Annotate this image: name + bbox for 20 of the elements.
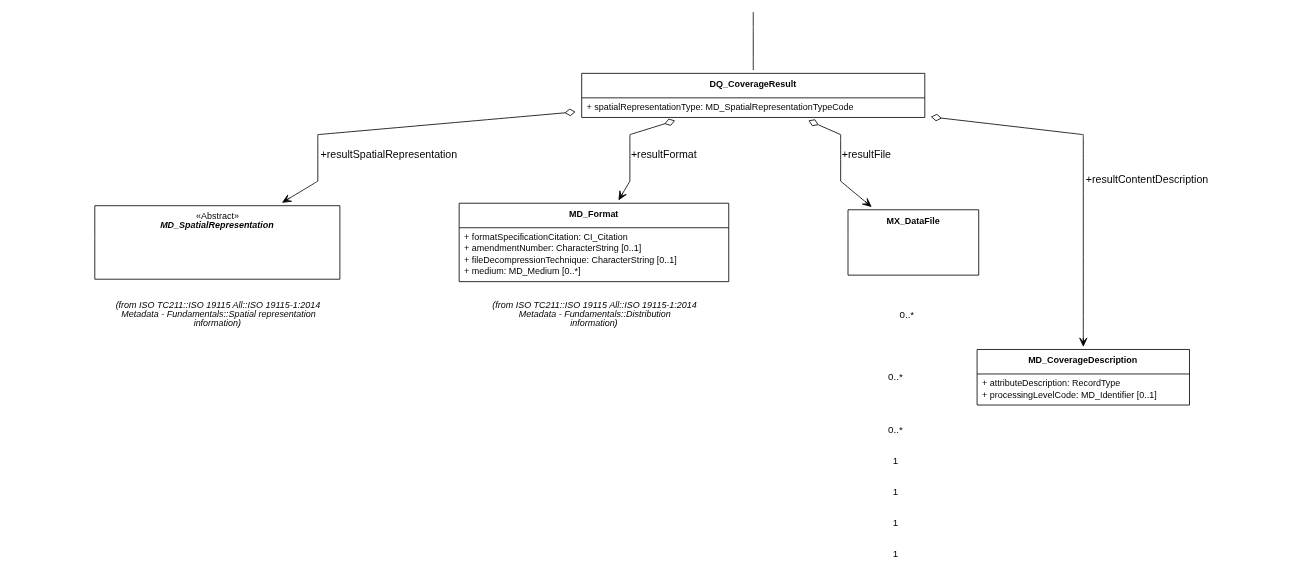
label: 0..* bbox=[888, 424, 903, 436]
edge-label: +resultSpatialRepresentation bbox=[320, 147, 458, 160]
node-text: «Abstract» MD_SpatialRepresentation bbox=[160, 211, 274, 231]
label: 1 bbox=[892, 548, 899, 560]
label: 1 bbox=[892, 455, 899, 467]
arrow bbox=[282, 108, 576, 203]
label: 1 bbox=[892, 486, 899, 498]
edge-label: +resultContentDescription bbox=[1085, 173, 1209, 186]
node-label: (from ISO TC211::ISO 19115 All::ISO 19115-1:2014 Metadata - Fundamentals::Spatial representation information) bbox=[115, 300, 321, 329]
arrow bbox=[931, 113, 1088, 347]
arrow bbox=[618, 118, 675, 201]
node-text: MX_DataFile bbox=[886, 215, 940, 226]
edge-label: +resultFormat bbox=[630, 147, 697, 160]
arrow bbox=[808, 119, 872, 207]
node-label: (from ISO TC211::ISO 19115 All::ISO 19115-1:2014 Metadata - Fundamentals::Distribution information) bbox=[492, 300, 697, 329]
label: 0..* bbox=[888, 370, 903, 382]
connector bbox=[581, 97, 926, 118]
label: 0..* bbox=[899, 309, 915, 321]
edge-label: +resultFile bbox=[841, 147, 892, 160]
label: 1 bbox=[892, 517, 899, 529]
